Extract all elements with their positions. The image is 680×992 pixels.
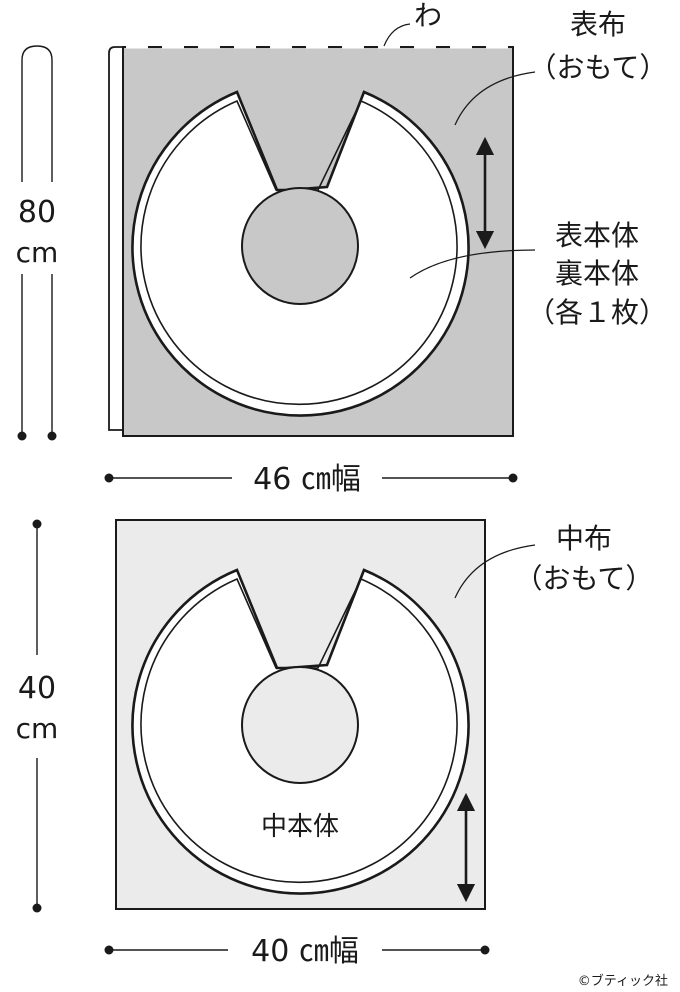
top-height-unit: cm: [16, 236, 59, 269]
top-piece-label-line3: （各１枚）: [527, 296, 667, 329]
bottom-width-dot-right: [480, 945, 490, 955]
top-width-dot-right: [508, 473, 518, 483]
top-fold-label: わ: [414, 0, 442, 32]
top-fabric-label-line1: 表布: [570, 8, 626, 41]
bottom-height-value: 40: [18, 671, 56, 706]
bottom-height-unit: cm: [16, 712, 59, 745]
bottom-piece-label: 中本体: [261, 812, 339, 842]
bottom-height-dot-top: [32, 519, 42, 529]
bottom-fabric-leader: [454, 544, 536, 599]
top-height-dot-right: [47, 431, 57, 441]
top-width-dot-left: [104, 473, 114, 483]
bottom-width-dot-left: [104, 945, 114, 955]
bottom-fabric-label-line2: （おもて）: [515, 562, 654, 595]
bottom-fabric-label-line1: 中布: [556, 522, 612, 555]
top-piece-label-line2: 裏本体: [555, 257, 639, 290]
top-width-label: 46 ㎝幅: [253, 462, 361, 497]
top-fold-edge: [108, 46, 123, 431]
bottom-height-dot-bottom: [32, 903, 42, 913]
bottom-bib-inner: [140, 577, 458, 884]
top-neck-hole: [241, 187, 359, 305]
top-height-value: 80: [18, 195, 56, 230]
top-fabric-label-line2: （おもて）: [529, 51, 668, 84]
top-piece-leader: [409, 249, 536, 279]
top-fabric-leader: [454, 71, 536, 126]
copyright-text: ©ブティック社: [578, 973, 668, 989]
top-height-dot-left: [17, 431, 27, 441]
bottom-panel: 中布 （おもて） 中本体 40 cm 40 ㎝幅: [16, 519, 654, 969]
top-bib-inner: [140, 99, 458, 406]
top-piece-label-line1: 表本体: [555, 219, 639, 252]
bottom-width-label: 40 ㎝幅: [251, 934, 359, 969]
bottom-neck-hole: [241, 666, 359, 784]
top-fold-leader: [383, 23, 411, 47]
top-panel: わ 表布 （おもて） 表本体 裏本体 （各１枚） 80 cm 46 ㎝幅: [14, 0, 667, 497]
top-height-dim-line: [21, 45, 53, 436]
